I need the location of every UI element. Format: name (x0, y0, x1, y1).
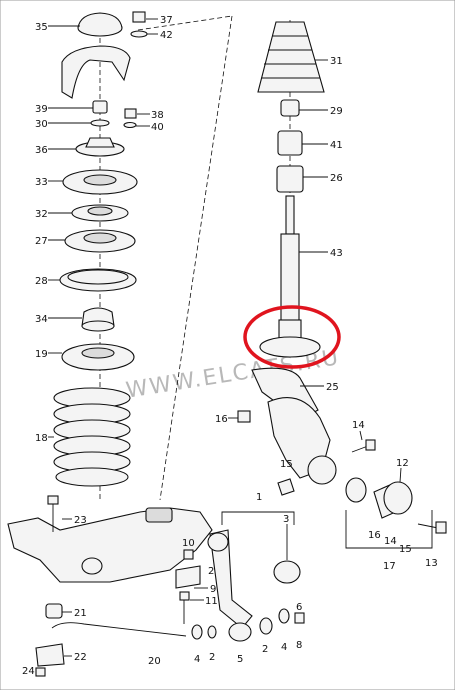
part-1-bracket (221, 511, 295, 525)
callout-39: 39 (35, 104, 48, 115)
part-25-knuckle (267, 397, 337, 485)
part-17-bracket (345, 510, 433, 549)
callout-21: 21 (74, 608, 87, 619)
part-33-plate (62, 169, 138, 195)
callout-18: 18 (35, 433, 48, 444)
callout-5: 5 (237, 654, 243, 665)
part-11-bolt (179, 591, 190, 624)
callout-3: 3 (283, 514, 289, 525)
part-4b-washer (278, 608, 290, 624)
callout-23: 23 (74, 515, 87, 526)
callout-32: 32 (35, 209, 48, 220)
part-27-seat (64, 229, 136, 253)
part-18-coil-spring (53, 387, 131, 487)
highlight-circle (243, 305, 341, 369)
callout-36: 36 (35, 145, 48, 156)
part-9-plate (175, 565, 201, 589)
part-14-bolt (351, 439, 376, 453)
part-16-bearing (345, 477, 367, 503)
callout-4b: 4 (281, 642, 287, 653)
callout-16: 16 (215, 414, 228, 425)
callout-29: 29 (330, 106, 343, 117)
part-29-stop (280, 99, 300, 117)
part-41-buffer (277, 130, 303, 156)
callout-11: 11 (205, 596, 218, 607)
callout-14: 14 (352, 420, 365, 431)
callout-10: 10 (182, 538, 195, 549)
part-28-pad (59, 268, 137, 292)
callout-20: 20 (148, 656, 161, 667)
callout-2a: 2 (209, 652, 215, 663)
callout-8: 8 (296, 640, 302, 651)
callout-13: 13 (425, 558, 438, 569)
part-20-anti-roll-bar (51, 622, 187, 637)
part-15-bolt (277, 478, 295, 496)
callout-24: 24 (22, 666, 35, 677)
callout-2b: 2 (262, 644, 268, 655)
dust-shield (61, 45, 131, 99)
callout-42: 42 (160, 30, 173, 41)
callout-15: 15 (280, 459, 293, 470)
part-37-nut (130, 11, 148, 38)
part-3-bushing (273, 560, 301, 584)
part-1-control-arm (207, 529, 253, 629)
part-5-balljoint (228, 622, 252, 642)
part-31-bellows (257, 21, 325, 93)
callout-17: 17 (383, 561, 396, 572)
part-10-nut (183, 549, 194, 560)
part-24-bolt (35, 667, 46, 677)
callout-27: 27 (35, 236, 48, 247)
part-21-bushing (45, 603, 63, 619)
part-32-bearing (71, 204, 129, 222)
callout-34: 34 (35, 314, 48, 325)
part-2b-seal (259, 617, 273, 635)
callout-33: 33 (35, 177, 48, 188)
part-19-lower-seat (61, 343, 135, 371)
callout-4: 4 (194, 654, 200, 665)
callout-15-hub: 15 (399, 544, 412, 555)
part-4-washer (191, 624, 203, 640)
callout-25: 25 (326, 382, 339, 393)
callout-2c: 2 (208, 566, 214, 577)
callout-37: 37 (160, 15, 173, 26)
leader-lines (48, 18, 402, 657)
callout-38: 38 (151, 110, 164, 121)
part-12-hub (373, 481, 413, 519)
callout-12: 12 (396, 458, 409, 469)
strut-axis-diagonal (159, 15, 233, 501)
callout-26: 26 (330, 173, 343, 184)
part-6-nut (294, 612, 305, 624)
part-22-clamp (35, 643, 65, 667)
callout-40: 40 (151, 122, 164, 133)
part-34-buffer (81, 307, 115, 332)
subframe (7, 507, 213, 583)
callout-labels: 35 37 42 39 30 38 40 36 33 32 27 28 34 1… (22, 15, 438, 677)
part-2-seal (207, 625, 217, 639)
part-36-mount (75, 137, 125, 157)
callout-6: 6 (296, 602, 302, 613)
callout-35: 35 (35, 22, 48, 33)
callout-43: 43 (330, 248, 343, 259)
callout-14-hub: 14 (384, 536, 397, 547)
part-23-bolt (47, 495, 59, 532)
part-13-bolt (417, 521, 447, 534)
callout-30: 30 (35, 119, 48, 130)
part-35-top-cap (77, 12, 123, 37)
callout-22: 22 (74, 652, 87, 663)
callout-1: 1 (256, 492, 262, 503)
callout-41: 41 (330, 140, 343, 151)
callout-31: 31 (330, 56, 343, 67)
callout-19: 19 (35, 349, 48, 360)
part-26-cap (276, 165, 304, 193)
callout-9: 9 (210, 584, 216, 595)
part-16-nut (237, 410, 251, 423)
part-38-nut (123, 108, 137, 129)
callout-28: 28 (35, 276, 48, 287)
callout-16-hub: 16 (368, 530, 381, 541)
